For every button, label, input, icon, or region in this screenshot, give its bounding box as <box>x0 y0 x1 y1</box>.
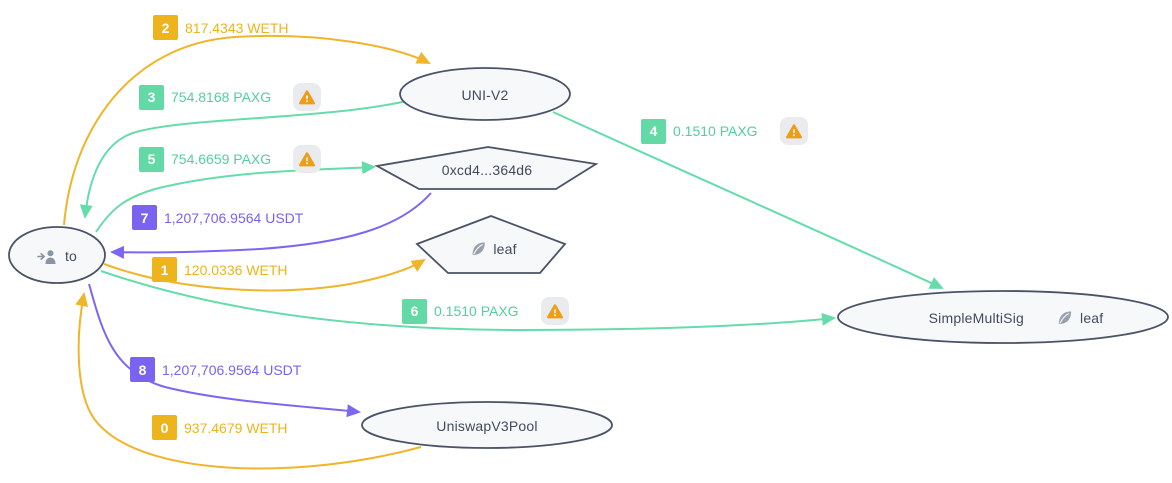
edge-0-index-badge: 0 <box>152 415 177 440</box>
edge-0-amount: 937.4679 WETH <box>184 419 288 436</box>
node-contract-shape[interactable] <box>374 146 599 190</box>
edge-4-path[interactable] <box>552 111 944 289</box>
node-simplemultisig-shape[interactable] <box>837 290 1169 344</box>
edge-3-index-badge: 3 <box>139 84 164 110</box>
warning-icon <box>540 297 569 325</box>
edge-7-index-badge: 7 <box>132 205 157 230</box>
edge-5-index-badge: 5 <box>139 146 164 172</box>
edge-2-label[interactable]: 2 817.4343 WETH <box>153 15 289 40</box>
warning-icon <box>779 117 808 145</box>
warning-icon <box>293 145 322 173</box>
edge-8-path[interactable] <box>88 283 361 418</box>
edge-6-label[interactable]: 6 0.1510 PAXG <box>402 297 569 325</box>
edge-2-amount: 817.4343 WETH <box>185 19 289 36</box>
edge-1-amount: 120.0336 WETH <box>184 261 288 278</box>
edge-4-index-badge: 4 <box>641 118 666 144</box>
edge-7-path[interactable] <box>110 192 432 259</box>
edge-1-index-badge: 1 <box>152 257 177 282</box>
edge-1-label[interactable]: 1 120.0336 WETH <box>152 257 288 282</box>
edge-6-path[interactable] <box>100 270 836 332</box>
edge-0-path[interactable] <box>75 292 422 470</box>
edge-2-path[interactable] <box>63 34 431 226</box>
edge-2-index-badge: 2 <box>153 15 178 40</box>
edge-3-amount: 754.8168 PAXG <box>171 89 272 105</box>
edge-5-amount: 754.6659 PAXG <box>171 151 272 167</box>
edge-3-label[interactable]: 3 754.8168 PAXG <box>139 83 322 111</box>
edge-4-amount: 0.1510 PAXG <box>673 123 758 139</box>
edge-8-label[interactable]: 8 1,207,706.9564 USDT <box>130 357 301 382</box>
node-uni-v2-shape[interactable] <box>399 67 571 121</box>
edge-5-path[interactable] <box>95 161 376 233</box>
warning-icon <box>293 83 322 111</box>
edge-8-amount: 1,207,706.9564 USDT <box>162 361 302 378</box>
edge-4-label[interactable]: 4 0.1510 PAXG <box>641 117 808 145</box>
edge-8-index-badge: 8 <box>130 357 155 382</box>
edge-3-path[interactable] <box>79 100 408 219</box>
edge-0-label[interactable]: 0 937.4679 WETH <box>152 415 288 440</box>
edge-5-label[interactable]: 5 754.6659 PAXG <box>139 145 322 173</box>
node-leaf-shape[interactable] <box>415 215 567 274</box>
edge-6-index-badge: 6 <box>402 298 427 324</box>
node-uniswapv3pool-shape[interactable] <box>361 401 613 449</box>
node-to-shape[interactable] <box>8 226 106 284</box>
edge-6-amount: 0.1510 PAXG <box>434 303 519 319</box>
edge-7-label[interactable]: 7 1,207,706.9564 USDT <box>132 205 303 230</box>
edge-7-amount: 1,207,706.9564 USDT <box>164 209 304 226</box>
